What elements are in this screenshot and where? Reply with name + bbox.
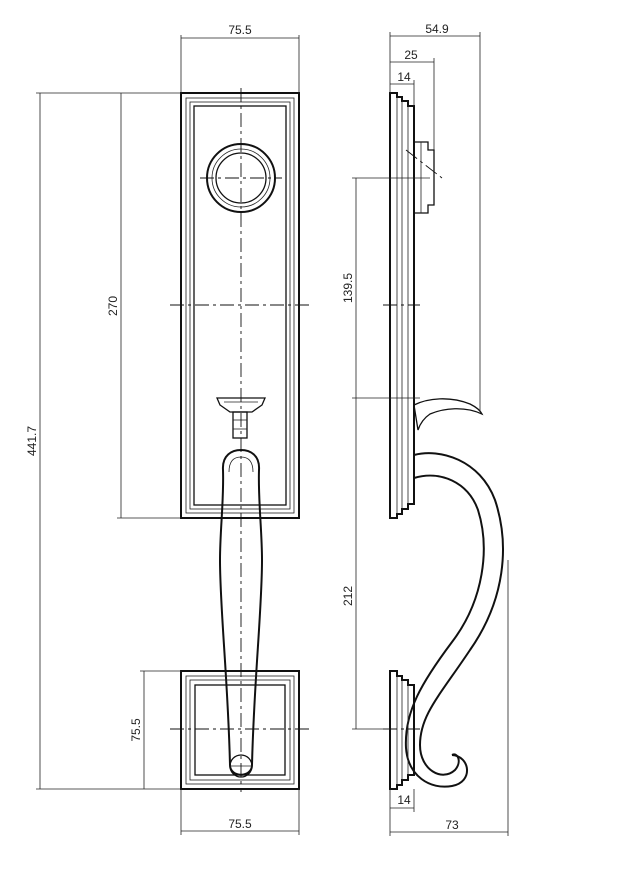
side-dimensions: 54.9 25 14 139.5 212 14 73 <box>341 22 509 836</box>
front-lower-plate <box>180 670 300 790</box>
thumb-lever-side <box>413 398 484 431</box>
front-center-lines <box>170 88 312 792</box>
front-upper-plate <box>180 92 300 519</box>
side-lower-plate <box>389 670 415 790</box>
thumb-lever-front <box>216 397 266 439</box>
dim-overall-height: 441.7 <box>25 426 39 456</box>
dim-side-depth-mid: 25 <box>404 48 418 62</box>
dim-front-top-width: 75.5 <box>228 23 252 37</box>
dim-side-spacing-upper: 139.5 <box>341 273 355 303</box>
front-view <box>170 88 312 792</box>
side-view <box>383 92 504 790</box>
dim-side-depth-plate: 14 <box>397 70 411 84</box>
dim-front-plate-height: 270 <box>106 296 120 316</box>
side-center-lines <box>383 149 443 730</box>
dim-lower-plate-height: 75.5 <box>129 718 143 742</box>
dim-side-spacing-lower: 212 <box>341 586 355 606</box>
side-upper-plate <box>389 92 435 519</box>
front-dimensions: 75.5 270 441.7 75.5 75.5 <box>25 23 300 835</box>
dim-front-bottom-width: 75.5 <box>228 817 252 831</box>
dim-side-handle-depth: 73 <box>445 818 459 832</box>
dim-side-depth-total: 54.9 <box>425 22 449 36</box>
dim-side-plate-bottom: 14 <box>397 793 411 807</box>
grip-handle-side <box>404 452 504 788</box>
